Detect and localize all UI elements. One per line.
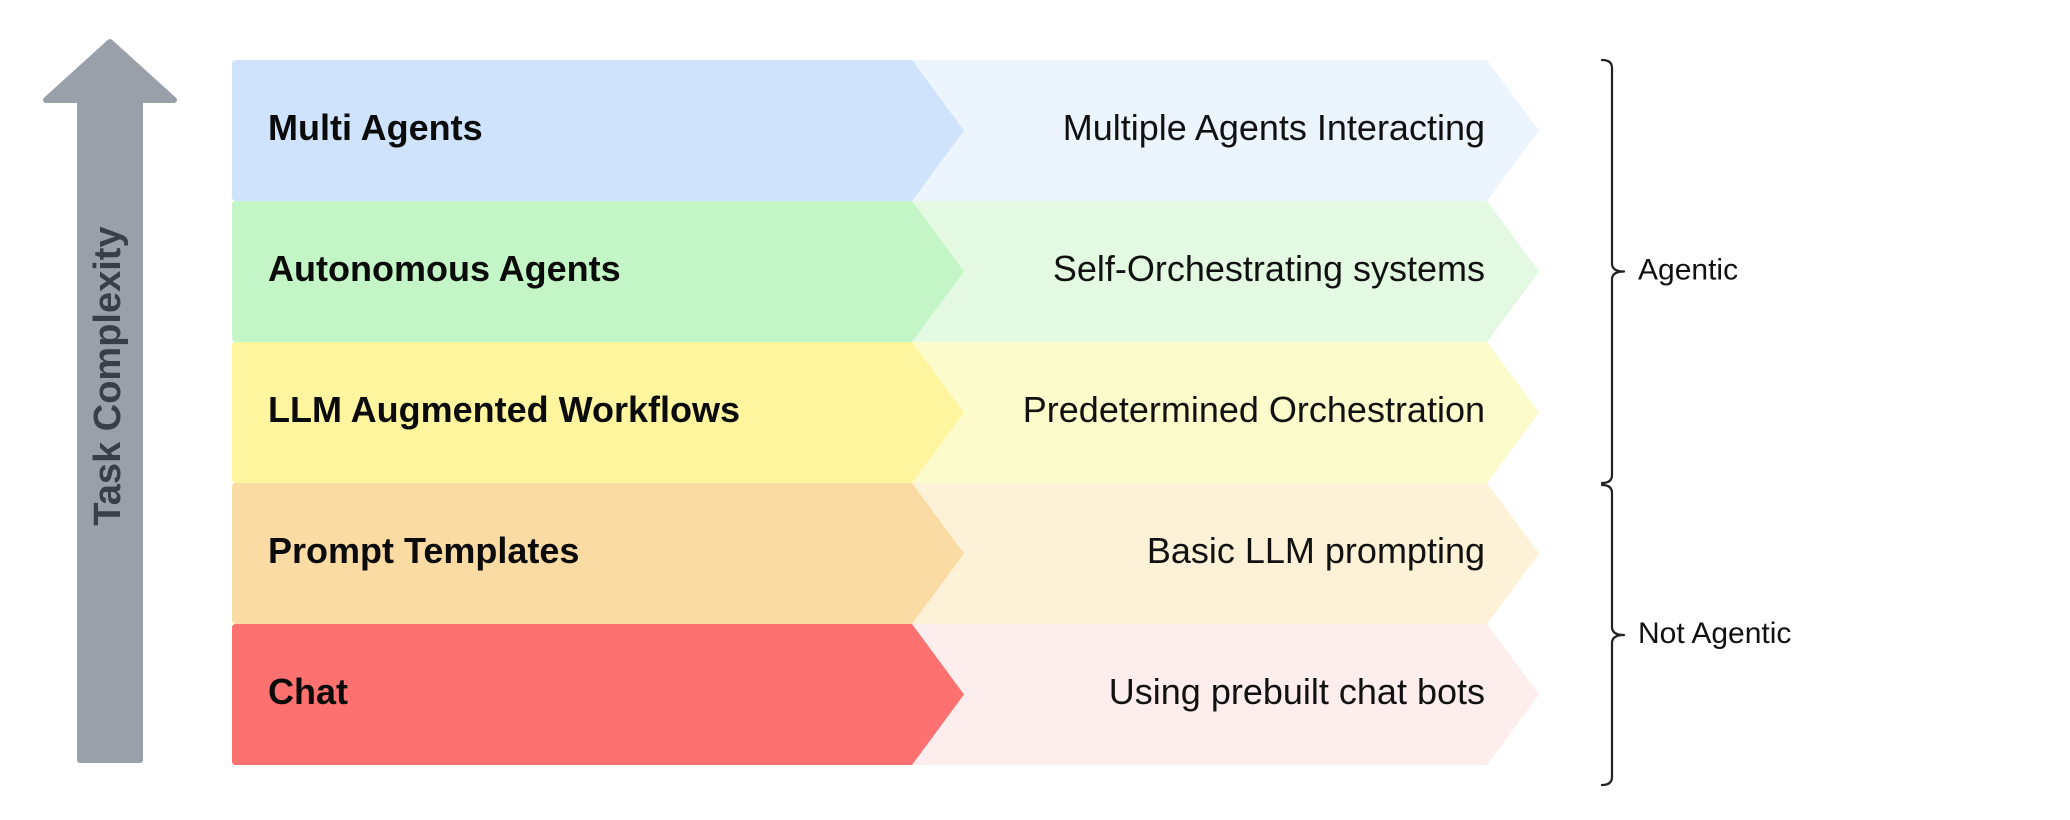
- level-row: Prompt Templates Basic LLM prompting: [232, 483, 1539, 624]
- level-description: Basic LLM prompting: [1147, 530, 1485, 571]
- group-bracket: Agentic: [1600, 58, 1738, 485]
- level-description-band: [912, 624, 1539, 765]
- levels-stack: Multi Agents Multiple Agents InteractingA…: [232, 60, 1539, 765]
- up-arrow-icon: [43, 39, 177, 763]
- level-description-band: [912, 342, 1539, 483]
- level-description: Using prebuilt chat bots: [1109, 671, 1485, 712]
- level-description-band: [912, 201, 1539, 342]
- level-description: Multiple Agents Interacting: [1063, 107, 1485, 148]
- group-label: Agentic: [1638, 253, 1738, 286]
- level-label: Prompt Templates: [268, 530, 579, 571]
- level-label-band: [232, 60, 964, 201]
- axis-label: Task Complexity: [87, 226, 129, 525]
- level-label-band: [232, 342, 964, 483]
- level-description: Self-Orchestrating systems: [1053, 248, 1485, 289]
- level-row: Multi Agents Multiple Agents Interacting: [232, 60, 1539, 201]
- curly-brace-icon: [1600, 483, 1626, 787]
- level-row: Chat Using prebuilt chat bots: [232, 624, 1539, 765]
- level-row: LLM Augmented Workflows Predetermined Orc…: [232, 342, 1539, 483]
- level-label-band: [232, 624, 964, 765]
- group-bracket: Not Agentic: [1600, 483, 1791, 787]
- level-label: LLM Augmented Workflows: [268, 389, 740, 430]
- level-label: Multi Agents: [268, 107, 483, 148]
- level-label: Chat: [268, 671, 348, 712]
- level-row: Autonomous Agents Self-Orchestrating syst…: [232, 201, 1539, 342]
- level-label-band: [232, 201, 964, 342]
- level-label: Autonomous Agents: [268, 248, 621, 289]
- level-description-band: [912, 483, 1539, 624]
- level-label-band: [232, 483, 964, 624]
- curly-brace-icon: [1600, 58, 1626, 485]
- level-description-band: [912, 60, 1539, 201]
- complexity-axis: Task Complexity: [43, 39, 177, 763]
- group-label: Not Agentic: [1638, 617, 1791, 650]
- level-description: Predetermined Orchestration: [1023, 389, 1485, 430]
